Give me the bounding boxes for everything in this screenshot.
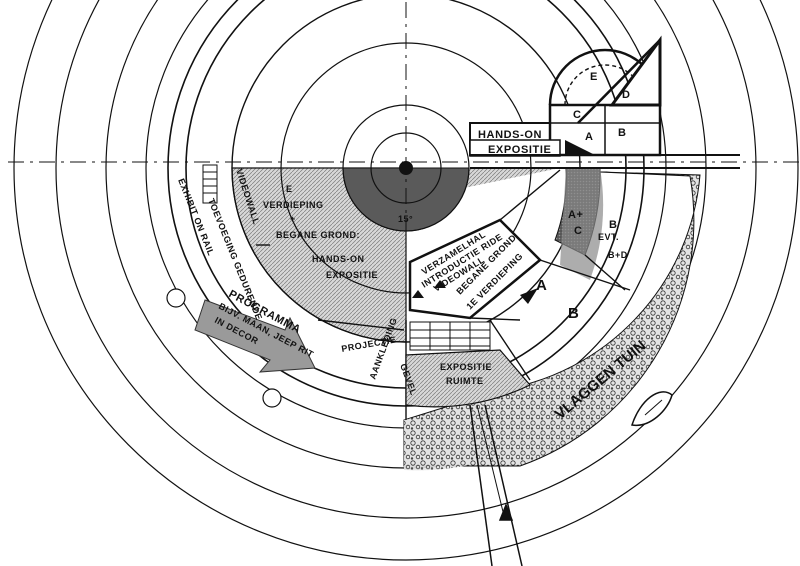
verzamelhal-wedge xyxy=(408,218,542,320)
programma-arrow xyxy=(194,299,316,373)
zone-e-label: E xyxy=(590,71,598,83)
plus-sign: + xyxy=(290,214,296,224)
evt-label: EVT. xyxy=(598,232,619,242)
staircase-grid xyxy=(409,321,491,351)
degree-mark: 15° xyxy=(398,214,413,224)
building-block xyxy=(469,35,740,169)
zone-b-label: B xyxy=(568,305,579,322)
zone-c-label: C xyxy=(573,109,582,121)
pebble-garden-lower xyxy=(404,380,610,471)
hands-on-label-1: HANDS-ON xyxy=(478,129,542,141)
e-verdieping-1: E xyxy=(286,184,293,194)
zone-c2-label: C xyxy=(574,225,583,237)
zone-ac-label: A+ xyxy=(568,209,584,221)
pebble-garden xyxy=(403,171,701,467)
begane-grond-label: BEGANE GROND: xyxy=(276,230,360,240)
expositie-ruimte-area xyxy=(405,349,531,408)
hands-on-2a: HANDS-ON xyxy=(312,254,365,264)
expositie-ruimte-1: EXPOSITIE xyxy=(440,362,492,372)
entrance-path xyxy=(469,404,523,566)
boat-shape xyxy=(631,391,673,426)
zone-a-small: A xyxy=(585,131,594,143)
expositie-ruimte-2: RUIMTE xyxy=(446,376,484,386)
b-plus-d-label: B+D xyxy=(608,250,628,260)
zone-b-evt-label: B xyxy=(609,219,618,231)
axis-lines xyxy=(8,2,800,260)
hands-on-label-2: EXPOSITIE xyxy=(488,144,551,156)
zone-b-small: B xyxy=(618,127,627,139)
e-verdieping-2: VERDIEPING xyxy=(263,200,324,210)
direction-arrows xyxy=(412,280,538,304)
zone-b-dark xyxy=(560,168,604,280)
ring-markers xyxy=(166,288,282,408)
zone-a-label: A xyxy=(536,277,547,294)
hands-on-2b: EXPOSITIE xyxy=(326,270,378,280)
zone-d-label: D xyxy=(622,89,631,101)
videowall-rail xyxy=(202,164,218,204)
